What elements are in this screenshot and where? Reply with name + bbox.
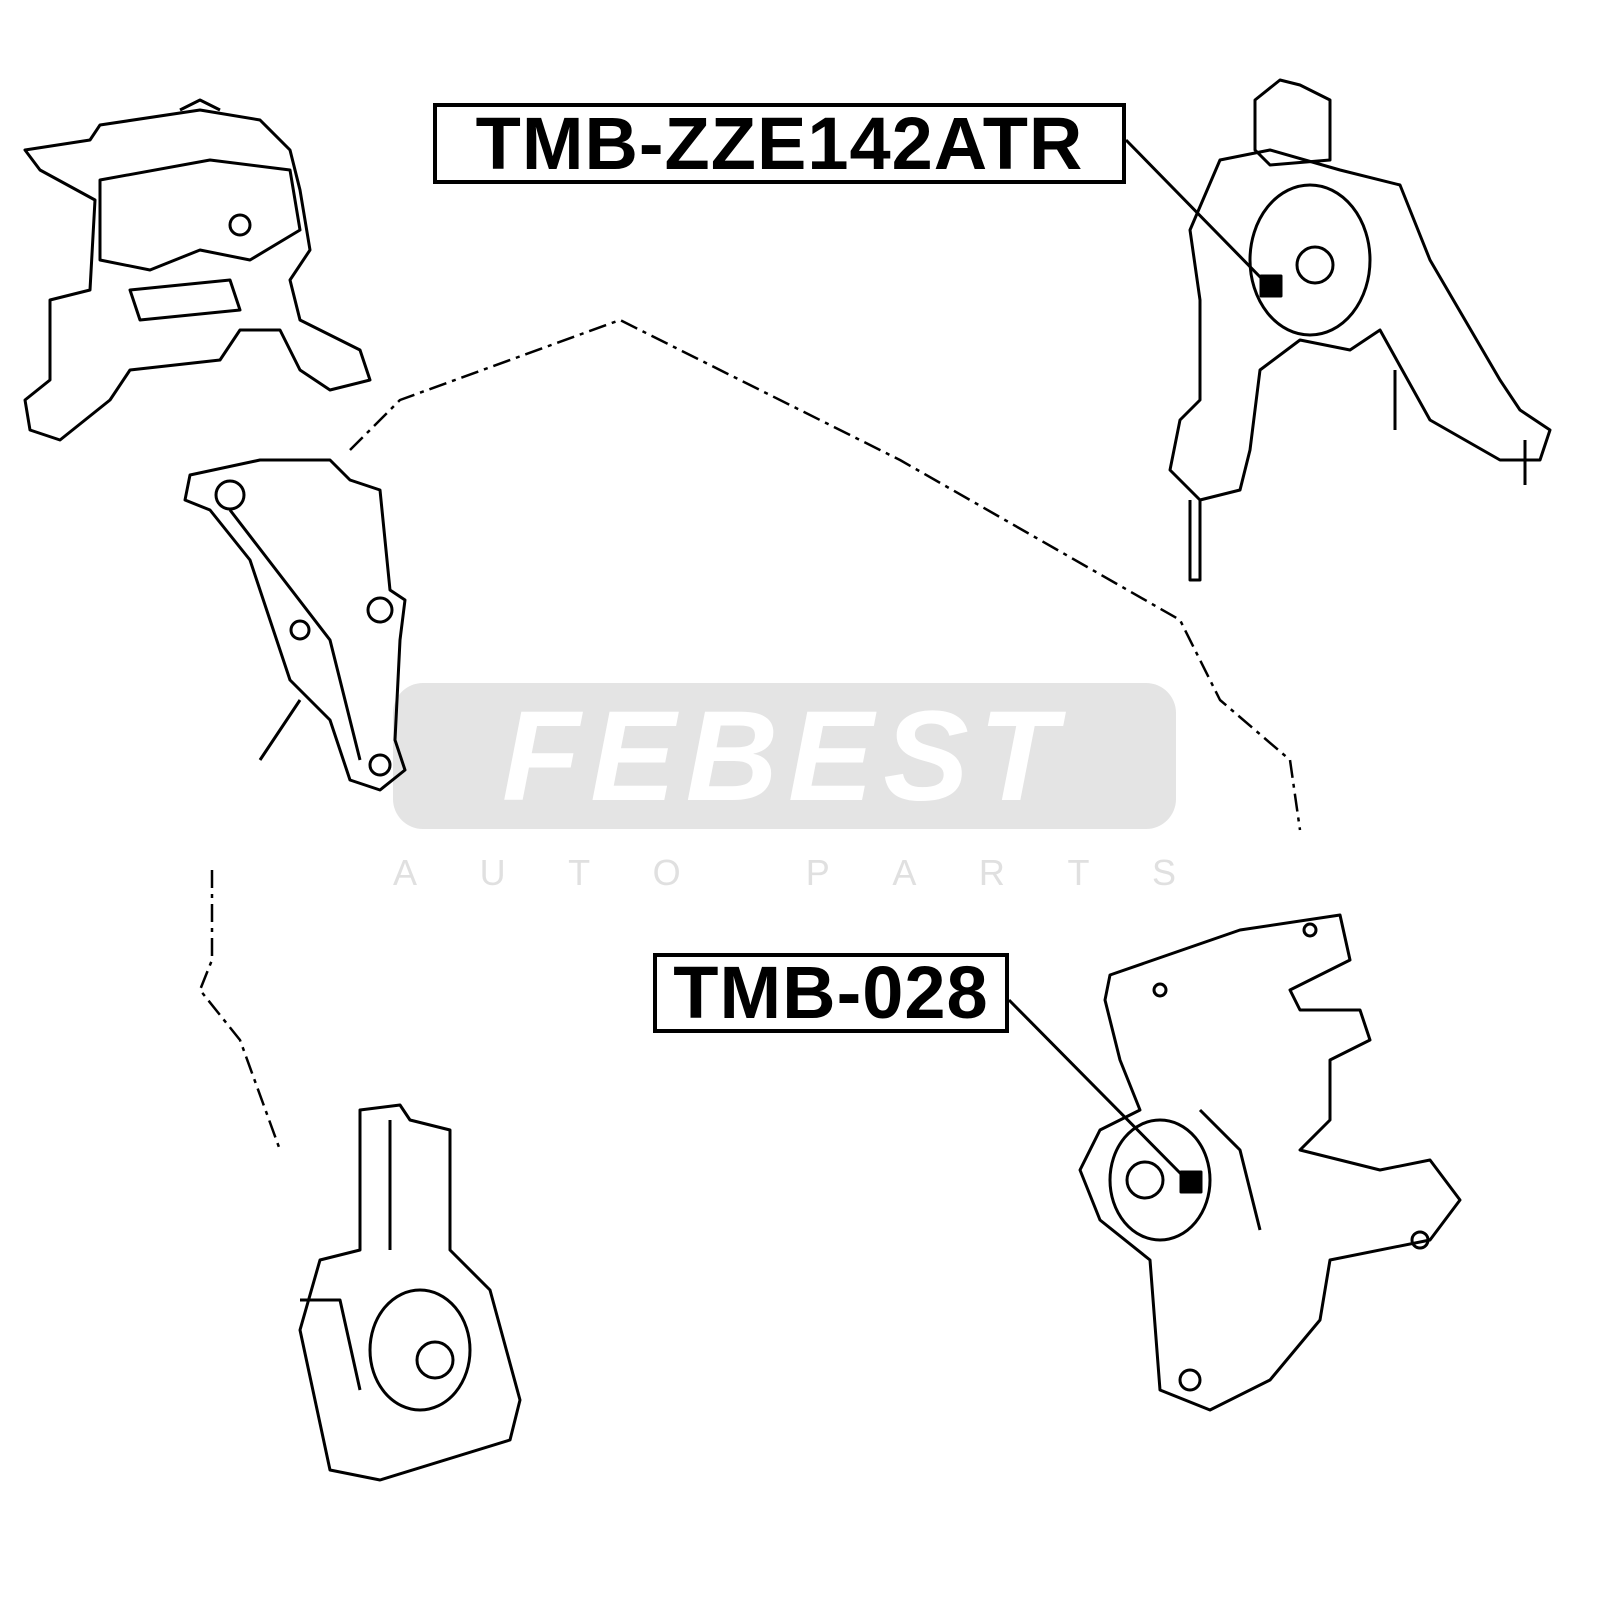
febest-watermark: FEBEST [393, 683, 1176, 829]
wm-letter: U [479, 852, 506, 893]
part-number-label-1: TMB-ZZE142ATR [433, 103, 1126, 184]
dashed-guide-line [198, 870, 282, 1151]
engine-mount-bottom-right [1078, 913, 1462, 1412]
wm-letter: A [393, 852, 418, 893]
wm-letter: P [805, 852, 830, 893]
leader-line-2 [1007, 998, 1187, 1180]
wm-letter: S [1151, 852, 1176, 893]
wm-letter: R [978, 852, 1005, 893]
wm-letter: O [652, 852, 681, 893]
engine-mount-top-right [1168, 78, 1552, 582]
bracket-middle-left [183, 458, 407, 792]
wm-letter: A [892, 852, 917, 893]
auto-parts-watermark: A U T O P A R T S [393, 852, 1176, 894]
dashed-guide-line [349, 318, 1302, 831]
engine-mount-bottom-left [298, 1103, 522, 1482]
marker-1 [1259, 274, 1283, 298]
leader-line-1 [1124, 138, 1267, 284]
engine-mount-top-left [23, 98, 372, 442]
marker-2 [1179, 1170, 1203, 1194]
wm-letter: T [568, 852, 591, 893]
part-number-label-2: TMB-028 [653, 953, 1009, 1033]
wm-letter: T [1067, 852, 1090, 893]
